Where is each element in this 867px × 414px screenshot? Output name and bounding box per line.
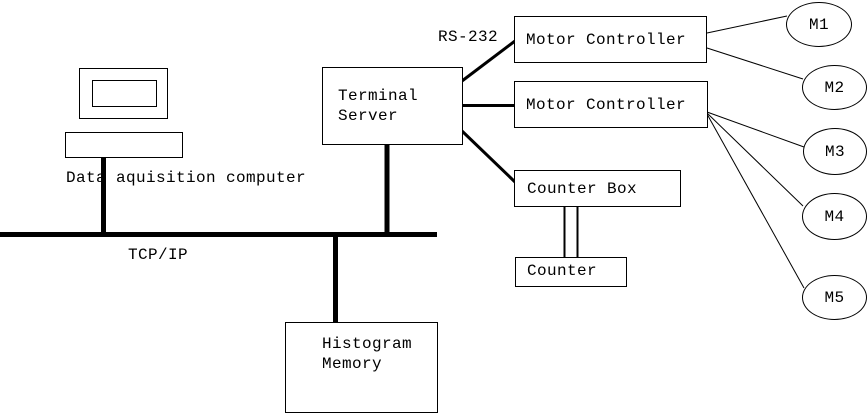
terminal-server-to-counter-box-line <box>460 129 517 184</box>
motor-m2-label: M2 <box>824 78 845 97</box>
terminal-server-box: Terminal Server <box>322 67 463 145</box>
motor-controller-1-to-m1-line <box>706 15 788 34</box>
histogram-memory-box: Histogram Memory <box>285 322 438 413</box>
motor-m1-label: M1 <box>808 15 829 34</box>
terminal-server-to-motor-controller-1-line <box>461 39 516 83</box>
monitor-screen-icon <box>92 80 157 107</box>
motor-controller-2-box: Motor Controller <box>514 81 708 128</box>
motor-m1: M1 <box>786 2 852 47</box>
motor-m4: M4 <box>802 193 867 240</box>
motor-controller-2-to-m5-line <box>706 113 805 289</box>
motor-m2: M2 <box>802 65 867 110</box>
counter-box: Counter <box>515 257 627 287</box>
rs232-label: RS-232 <box>438 28 499 46</box>
counter-box-box: Counter Box <box>514 170 681 207</box>
keyboard-icon <box>65 132 183 158</box>
motor-m3: M3 <box>803 128 867 175</box>
motor-controller-1-box: Motor Controller <box>514 16 707 63</box>
motor-m4-label: M4 <box>824 207 845 226</box>
motor-m3-label: M3 <box>824 142 845 161</box>
motor-controller-2-to-m3-line <box>706 111 805 148</box>
tcpip-label: TCP/IP <box>128 246 189 264</box>
motor-m5: M5 <box>802 275 867 320</box>
motor-controller-1-to-m2-line <box>706 47 804 80</box>
motor-m5-label: M5 <box>824 288 845 307</box>
motor-controller-2-to-m4-line <box>706 112 804 207</box>
data-acquisition-computer-label: Data aquisition computer <box>66 169 307 187</box>
